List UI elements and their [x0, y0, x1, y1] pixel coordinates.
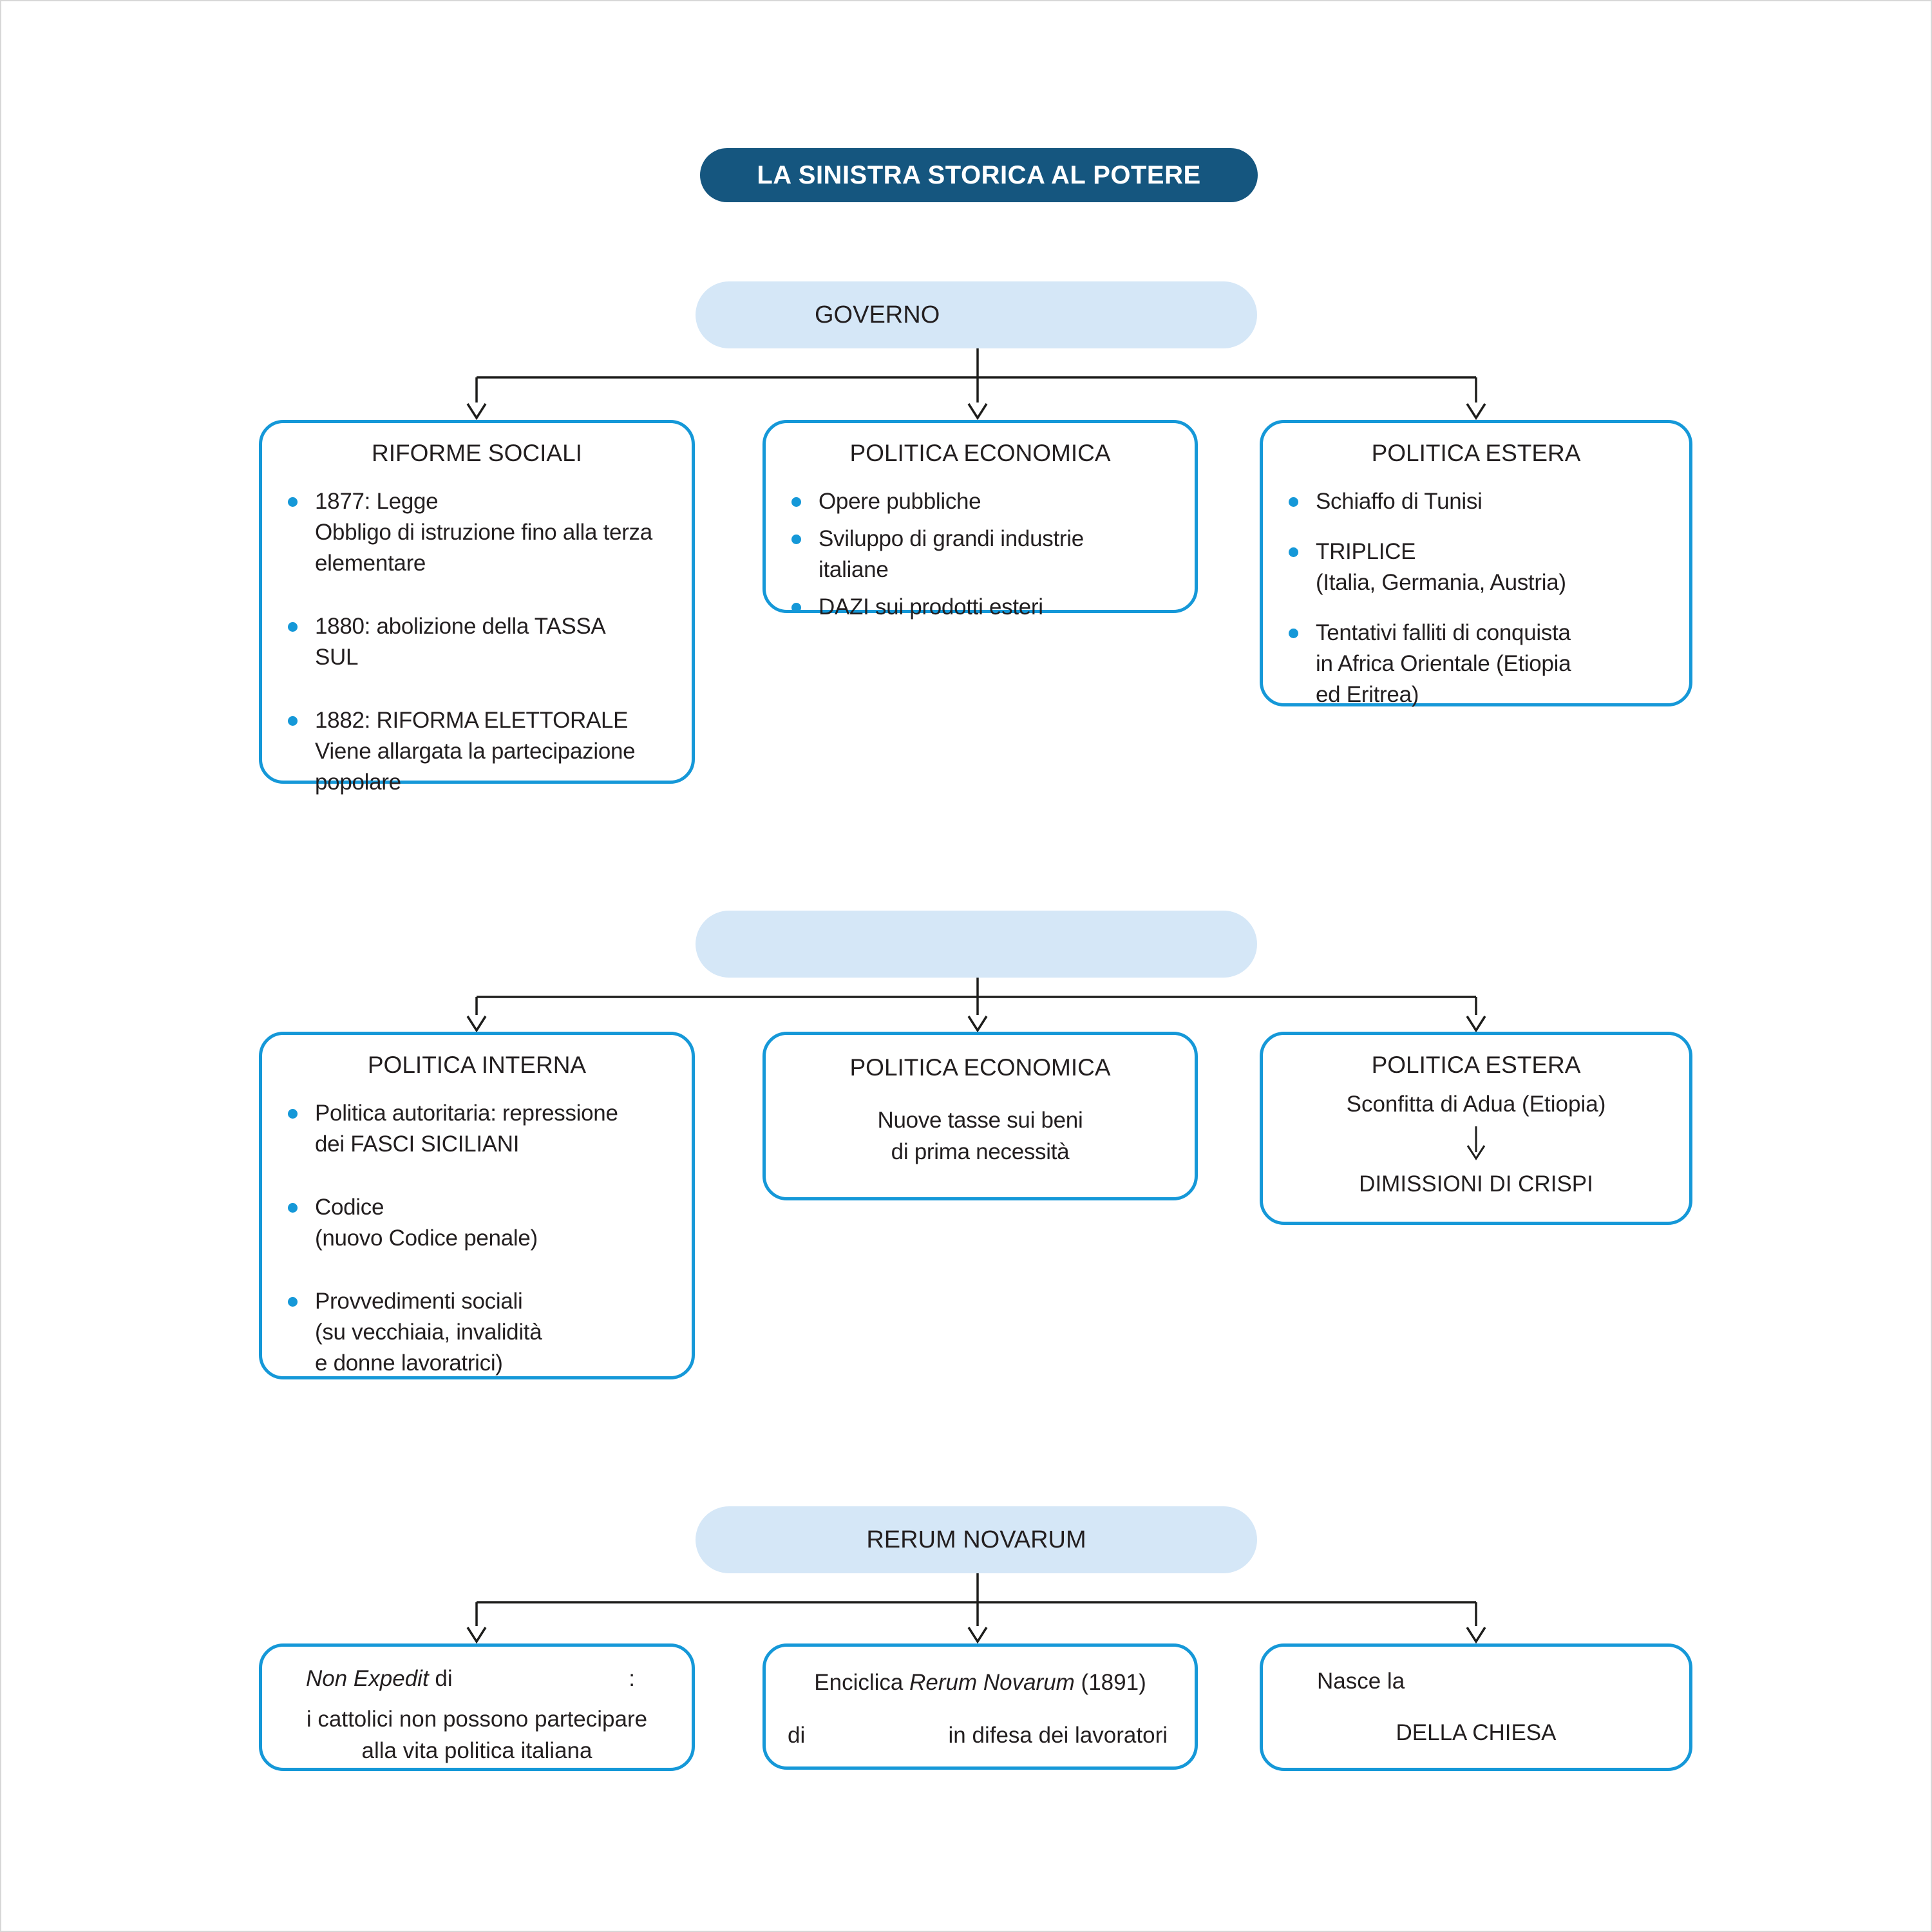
box-title: POLITICA ESTERA: [1371, 1052, 1581, 1078]
list-item: Tentativi falliti di conquista in Africa…: [1289, 618, 1680, 710]
list-item: Codice (nuovo Codice penale): [288, 1192, 683, 1254]
bullet-icon: [288, 1109, 298, 1119]
enciclica-di: di: [788, 1723, 806, 1748]
banner-rerum-novarum: RERUM NOVARUM: [696, 1506, 1257, 1573]
box-politica-estera-1: POLITICA ESTERA Schiaffo di Tunisi TRIPL…: [1260, 420, 1692, 707]
arrow-down-icon: [466, 1627, 487, 1644]
box-title: POLITICA ESTERA: [1371, 440, 1581, 466]
connector-lines: [475, 348, 1477, 402]
list-item: Sviluppo di grandi industrie italiane: [791, 524, 1186, 585]
bullet-icon: [791, 497, 801, 507]
bullet-icon: [288, 622, 298, 632]
connector-tree-rerum-novarum: [466, 1573, 1486, 1644]
box-politica-estera-2: POLITICA ESTERA Sconfitta di Adua (Etiop…: [1260, 1032, 1692, 1225]
list-item-text: Schiaffo di Tunisi: [1316, 489, 1482, 514]
list-item: Opere pubbliche: [791, 486, 1186, 517]
box-title: POLITICA ECONOMICA: [849, 1054, 1111, 1081]
list-item-text: Codice (nuovo Codice penale): [315, 1195, 538, 1251]
bullet-icon: [1289, 629, 1298, 638]
banner-crispi-blank: [696, 911, 1257, 978]
list-item-text: Opere pubbliche: [819, 489, 981, 514]
connector-lines: [475, 978, 1477, 1015]
list-item: Provvedimenti sociali (su vecchiaia, inv…: [288, 1286, 683, 1379]
enciclica-line: Enciclica Rerum Novarum (1891): [766, 1647, 1195, 1698]
list-item-text: Provvedimenti sociali (su vecchiaia, inv…: [315, 1289, 542, 1376]
banner-governo: GOVERNO: [696, 281, 1257, 348]
bullet-icon: [1289, 547, 1298, 557]
box-enciclica: Enciclica Rerum Novarum (1891) di in dif…: [762, 1643, 1198, 1770]
colon-text: :: [629, 1666, 635, 1691]
bullet-icon: [288, 1203, 298, 1213]
arrow-down-icon: [967, 1016, 988, 1033]
arrow-down-icon: [1466, 1627, 1486, 1644]
list-item: Schiaffo di Tunisi: [1289, 486, 1680, 517]
bullet-icon: [791, 535, 801, 544]
enciclica-pre: Enciclica: [814, 1670, 910, 1695]
bullet-icon: [288, 716, 298, 726]
defeat-text: Sconfitta di Adua (Etiopia): [1346, 1092, 1606, 1117]
box-title: RIFORME SOCIALI: [372, 440, 582, 466]
box-politica-interna: POLITICA INTERNA Politica autoritaria: r…: [259, 1032, 695, 1379]
list-item-text: 1877: Legge Obbligo di istruzione fino a…: [315, 489, 652, 576]
arrow-down-icon: [466, 403, 487, 421]
arrow-down-icon: [1466, 403, 1486, 421]
non-expedit-after: di: [428, 1666, 453, 1691]
arrow-down-icon: [967, 403, 988, 421]
enciclica-italic: Rerum Novarum: [909, 1670, 1075, 1695]
box-riforme-sociali: RIFORME SOCIALI 1877: Legge Obbligo di i…: [259, 420, 695, 795]
box-title: POLITICA ECONOMICA: [849, 440, 1111, 466]
box-politica-economica-2: POLITICA ECONOMICA Nuove tasse sui beni …: [762, 1032, 1198, 1200]
list-item-text: 1882: RIFORMA ELETTORALE Viene allargata…: [315, 708, 636, 795]
connector-lines: [475, 1573, 1477, 1626]
arrow-down-icon: [466, 1016, 487, 1033]
della-chiesa-text: DELLA CHIESA: [1396, 1720, 1557, 1745]
box-della-chiesa: Nasce la DELLA CHIESA: [1260, 1643, 1692, 1771]
box-title: POLITICA INTERNA: [367, 1052, 587, 1078]
list-item: 1877: Legge Obbligo di istruzione fino a…: [288, 486, 683, 579]
connector-tree-governo: [466, 348, 1486, 421]
list-item-text: Tentativi falliti di conquista in Africa…: [1316, 620, 1571, 707]
enciclica-defense: in difesa dei lavoratori: [948, 1723, 1168, 1748]
non-expedit-term: Non Expedit di: [306, 1663, 453, 1694]
non-expedit-italic: Non Expedit: [306, 1666, 429, 1691]
bullet-icon: [1289, 497, 1298, 507]
list-item-text: Politica autoritaria: repressione dei FA…: [315, 1101, 618, 1157]
banner-rerum-novarum-label: RERUM NOVARUM: [866, 1526, 1086, 1553]
arrow-down-icon: [967, 1627, 988, 1644]
bullet-icon: [288, 497, 298, 507]
box-politica-economica-1: POLITICA ECONOMICA Opere pubbliche Svilu…: [762, 420, 1198, 620]
arrow-down-icon: [1466, 1016, 1486, 1033]
page-title: LA SINISTRA STORICA AL POTERE: [700, 148, 1258, 202]
non-expedit-body: i cattolici non possono partecipare alla…: [306, 1707, 648, 1763]
connector-tree-crispi: [466, 978, 1486, 1033]
list-item: 1880: abolizione della TASSA SUL: [288, 611, 683, 673]
list-item-text: 1880: abolizione della TASSA SUL: [315, 614, 606, 670]
non-expedit-line: Non Expedit di :: [262, 1647, 692, 1694]
nasce-la-text: Nasce la: [1317, 1669, 1405, 1694]
list-item-text: Sviluppo di grandi industrie italiane: [819, 526, 1084, 582]
list-item: 1882: RIFORMA ELETTORALE Viene allargata…: [288, 705, 683, 798]
list-item: Politica autoritaria: repressione dei FA…: [288, 1098, 683, 1160]
arrow-down-icon: [1466, 1126, 1486, 1160]
list-item: DAZI sui prodotti esteri: [791, 592, 1186, 623]
box-non-expedit: Non Expedit di : i cattolici non possono…: [259, 1643, 695, 1771]
list-item: TRIPLICE (Italia, Germania, Austria): [1289, 536, 1680, 598]
list-item-text: DAZI sui prodotti esteri: [819, 594, 1043, 620]
enciclica-author-line: di in difesa dei lavoratori: [766, 1698, 1195, 1751]
bullet-icon: [791, 603, 801, 612]
list-item-text: TRIPLICE (Italia, Germania, Austria): [1316, 539, 1566, 595]
banner-governo-label: GOVERNO: [815, 301, 940, 328]
bullet-icon: [288, 1297, 298, 1307]
resignation-text: DIMISSIONI DI CRISPI: [1359, 1171, 1593, 1197]
enciclica-post: (1891): [1074, 1670, 1146, 1695]
box-body: Nuove tasse sui beni di prima necessità: [877, 1108, 1083, 1164]
